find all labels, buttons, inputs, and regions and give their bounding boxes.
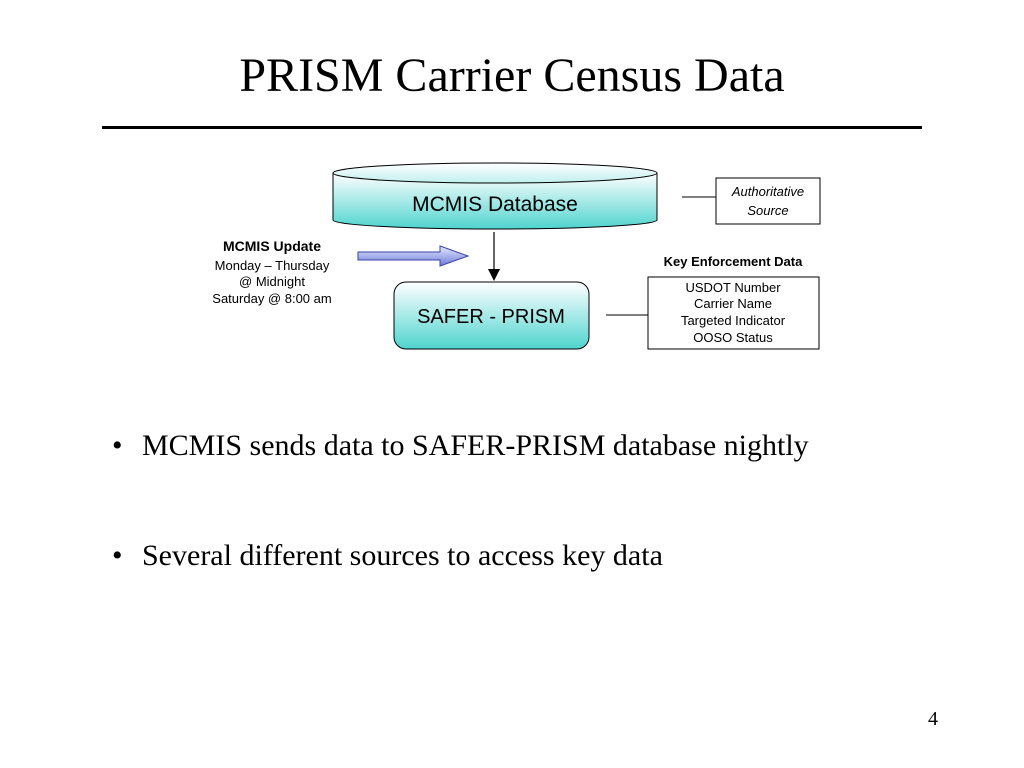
key-data-box: USDOT Number Carrier Name Targeted Indic… [647,276,820,350]
slide-title: PRISM Carrier Census Data [239,49,785,102]
key-data-heading: Key Enforcement Data [664,254,803,269]
authoritative-line1: Authoritative [731,184,804,199]
mcmis-update-heading: MCMIS Update [223,238,321,254]
page-number: 4 [928,708,938,730]
authoritative-source-box: Authoritative Source [715,177,821,225]
authoritative-line2: Source [747,203,788,218]
mcmis-update-line1: Monday – Thursday [215,258,330,273]
mcmis-database-label: MCMIS Database [412,193,578,216]
mcmis-update-line2: @ Midnight [239,274,305,289]
mcmis-database-cylinder: MCMIS Database [332,162,658,230]
mcmis-update-note: MCMIS Update Monday – Thursday @ Midnigh… [212,238,331,306]
bullet-item: Several different sources to access key … [112,534,972,578]
mcmis-update-line3: Saturday @ 8:00 am [212,291,331,306]
key-data-item: USDOT Number [685,280,781,295]
safer-prism-box: SAFER - PRISM [393,281,590,350]
title-underline [102,126,922,129]
key-data-item: Targeted Indicator [681,313,786,328]
update-block-arrow [357,245,470,267]
safer-prism-label: SAFER - PRISM [417,306,565,328]
bullet-list: MCMIS sends data to SAFER-PRISM database… [112,424,972,578]
key-data-item: Carrier Name [694,296,772,311]
bullet-item: MCMIS sends data to SAFER-PRISM database… [112,424,972,468]
key-data-item: OOSO Status [693,330,773,345]
